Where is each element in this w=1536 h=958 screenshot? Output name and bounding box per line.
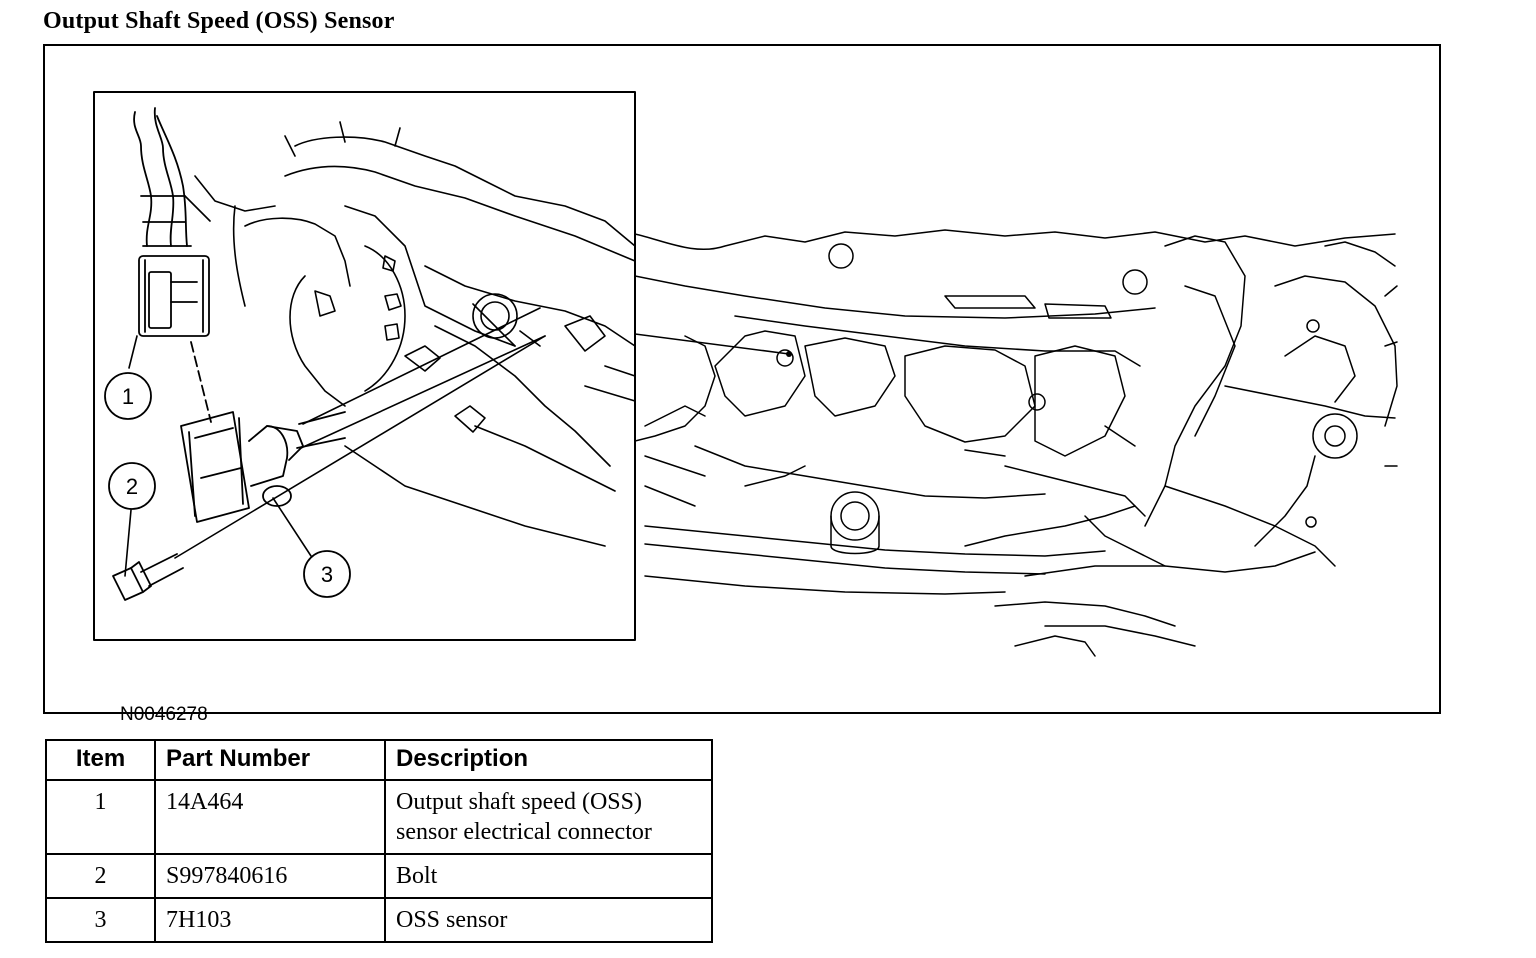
callout-2-label: 2	[126, 474, 138, 499]
cell-item: 1	[45, 779, 156, 855]
vehicle-underbody	[634, 229, 1398, 657]
figure-frame: 1 2 3 N0046278	[43, 44, 1441, 725]
insertion-lines	[174, 307, 546, 559]
cell-part-number: 14A464	[154, 779, 386, 855]
description-line: Bolt	[396, 863, 438, 889]
table-header-row: Item Part Number Description	[45, 739, 713, 781]
inset-transmission-case	[184, 121, 636, 547]
pointer-dot	[786, 351, 792, 357]
cell-item: 2	[45, 853, 156, 899]
description-line: sensor electrical connector	[396, 819, 652, 845]
parts-table: Item Part Number Description 1 14A464 Ou…	[45, 739, 713, 943]
figure-id: N0046278	[120, 704, 208, 725]
cell-item: 3	[45, 897, 156, 943]
bolt	[112, 553, 184, 601]
table-row: 1 14A464 Output shaft speed (OSS) sensor…	[45, 779, 713, 855]
harness-connector	[133, 107, 210, 337]
pointer-leader	[634, 333, 790, 355]
callout-leaders	[124, 335, 312, 577]
callout-3-label: 3	[321, 562, 333, 587]
cell-part-number: 7H103	[154, 897, 386, 943]
alignment-dash-1	[190, 341, 212, 423]
description-line: Output shaft speed (OSS)	[396, 789, 642, 815]
table-row: 2 S997840616 Bolt	[45, 853, 713, 899]
header-part-number: Part Number	[154, 739, 386, 781]
callout-circles	[104, 372, 351, 598]
inset-box	[93, 91, 636, 641]
callout-1-label: 1	[122, 384, 134, 409]
table-row: 3 7H103 OSS sensor	[45, 897, 713, 943]
description-line: OSS sensor	[396, 907, 508, 933]
cell-description: Output shaft speed (OSS) sensor electric…	[384, 779, 713, 855]
cell-part-number: S997840616	[154, 853, 386, 899]
oss-sensor-illustration: 1 2 3	[93, 91, 1398, 657]
cell-description: Bolt	[384, 853, 713, 899]
header-item: Item	[45, 739, 156, 781]
header-description: Description	[384, 739, 713, 781]
cell-description: OSS sensor	[384, 897, 713, 943]
page-title: Output Shaft Speed (OSS) Sensor	[43, 8, 395, 34]
